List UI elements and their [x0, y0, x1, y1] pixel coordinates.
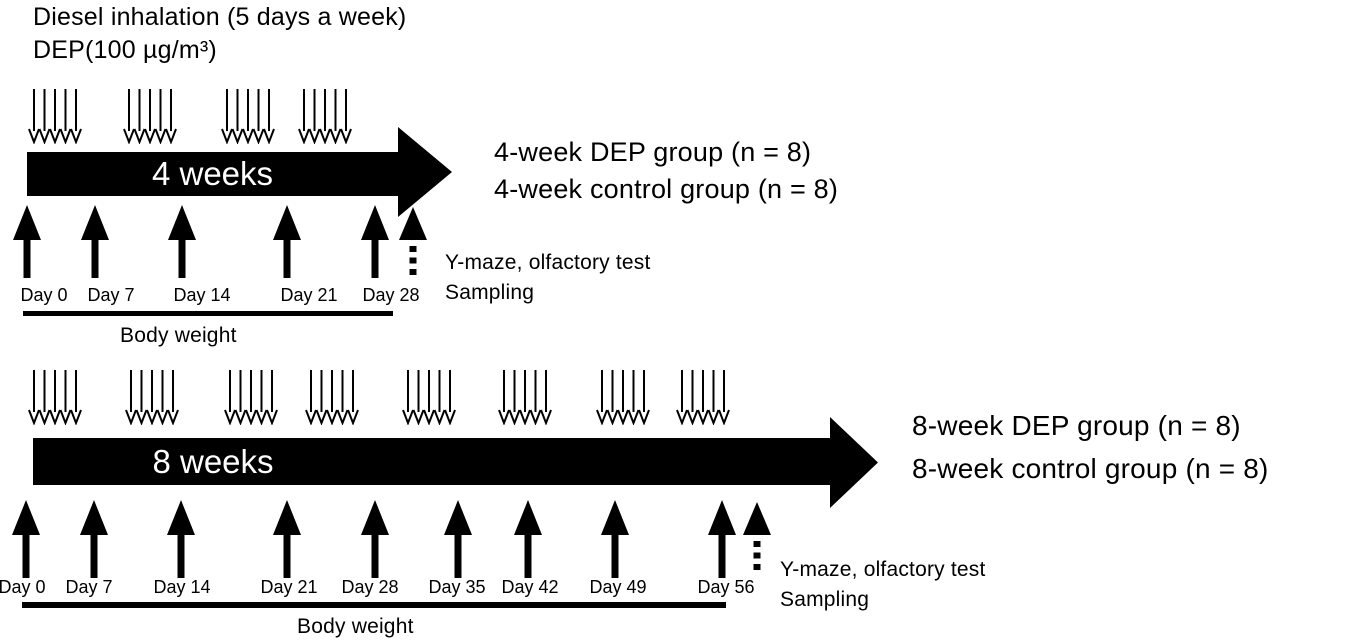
exposure-arrow-cluster — [28, 369, 82, 425]
up-arrow-icon — [81, 205, 109, 278]
body-weight-label-8week: Body weight — [297, 615, 414, 638]
day-label: Day 28 — [362, 285, 420, 305]
day-label: Day 42 — [501, 577, 559, 597]
down-arrows-icon — [125, 370, 179, 425]
body-weight-label-4week: Body weight — [120, 324, 237, 347]
down-arrows-icon — [305, 370, 359, 425]
day-label: Day 35 — [428, 577, 486, 597]
day-label: Day 21 — [280, 285, 338, 305]
figure-title: Diesel inhalation (5 days a week) DEP(10… — [33, 1, 406, 67]
measurement-time-arrow — [360, 205, 390, 278]
measurement-time-arrow — [166, 500, 196, 578]
day-label: Day 28 — [341, 577, 399, 597]
title-line-2: DEP(100 µg/m³) — [33, 36, 217, 64]
up-arrow-icon — [361, 205, 389, 278]
measurement-time-arrow — [11, 500, 41, 578]
up-arrow-icon — [13, 205, 41, 278]
day-label: Day 21 — [260, 577, 318, 597]
group-label-control-4week: 4-week control group (n = 8) — [494, 174, 839, 204]
down-arrows-icon — [596, 370, 650, 425]
day-label: Day 14 — [153, 577, 211, 597]
body-weight-span-line-8week — [22, 602, 726, 608]
endpoint-dotted-arrow — [398, 207, 428, 279]
exposure-arrow-cluster — [298, 88, 352, 144]
exposure-arrow-cluster — [123, 88, 177, 144]
group-label-control-8week: 8-week control group (n = 8) — [912, 453, 1269, 484]
measurement-time-arrow — [79, 500, 109, 578]
measurement-time-arrow — [360, 500, 390, 578]
day-label: Day 0 — [20, 285, 68, 305]
measurement-time-arrow — [12, 205, 42, 278]
exposure-arrow-cluster — [221, 88, 275, 144]
up-arrow-icon — [168, 205, 196, 278]
dotted-up-arrow-icon — [743, 502, 771, 573]
up-arrow-icon — [80, 500, 108, 578]
down-arrows-icon — [676, 370, 730, 425]
group-label-dep-8week: 8-week DEP group (n = 8) — [912, 410, 1241, 441]
down-arrows-icon — [402, 370, 456, 425]
down-arrows-icon — [123, 89, 177, 144]
day-label: Day 7 — [65, 577, 113, 597]
timeline-big-arrow-8week — [33, 417, 878, 508]
test-label-sampling-4week: Sampling — [445, 281, 535, 304]
test-label-sampling-8week: Sampling — [780, 588, 870, 611]
up-arrow-icon — [601, 500, 629, 578]
up-arrow-icon — [708, 500, 736, 578]
measurement-time-arrow — [80, 205, 110, 278]
body-weight-span-line-4week — [23, 311, 393, 316]
measurement-time-arrow — [443, 500, 473, 578]
up-arrow-icon — [273, 205, 301, 278]
group-labels-8week: 8-week DEP group (n = 8) 8-week control … — [912, 404, 1269, 490]
exposure-arrow-cluster — [676, 369, 730, 425]
up-arrow-icon — [514, 500, 542, 578]
endpoint-tests-8week: Y-maze, olfactory test Sampling — [780, 555, 986, 615]
day-label: Day 7 — [87, 285, 135, 305]
timeline-big-arrow-4week — [27, 127, 452, 217]
exposure-arrow-cluster — [498, 369, 552, 425]
up-arrow-icon — [361, 500, 389, 578]
exposure-arrow-cluster — [596, 369, 650, 425]
measurement-time-arrow — [272, 205, 302, 278]
day-label: Day 49 — [589, 577, 647, 597]
down-arrows-icon — [221, 89, 275, 144]
down-arrows-icon — [498, 370, 552, 425]
measurement-time-arrow — [513, 500, 543, 578]
title-line-1: Diesel inhalation (5 days a week) — [33, 3, 407, 31]
up-arrow-icon — [12, 500, 40, 578]
exposure-arrow-cluster — [402, 369, 456, 425]
group-labels-4week: 4-week DEP group (n = 8) 4-week control … — [494, 134, 838, 208]
measurement-time-arrow — [707, 500, 737, 578]
down-arrows-icon — [28, 89, 82, 144]
group-label-dep-4week: 4-week DEP group (n = 8) — [494, 137, 812, 167]
measurement-time-arrow — [167, 205, 197, 278]
day-label: Day 14 — [173, 285, 231, 305]
endpoint-dotted-arrow — [742, 502, 772, 574]
measurement-time-arrow — [272, 500, 302, 578]
dotted-up-arrow-icon — [399, 207, 427, 278]
test-label-ymaze-4week: Y-maze, olfactory test — [445, 251, 651, 274]
endpoint-tests-4week: Y-maze, olfactory test Sampling — [445, 248, 651, 308]
down-arrows-icon — [224, 370, 278, 425]
day-label: Day 56 — [697, 577, 755, 597]
test-label-ymaze-8week: Y-maze, olfactory test — [780, 558, 986, 581]
down-arrows-icon — [28, 370, 82, 425]
exposure-arrow-cluster — [125, 369, 179, 425]
up-arrow-icon — [167, 500, 195, 578]
duration-label-8week: 8 weeks — [152, 443, 274, 480]
exposure-arrow-cluster — [305, 369, 359, 425]
exposure-arrow-cluster — [224, 369, 278, 425]
exposure-arrow-cluster — [28, 88, 82, 144]
up-arrow-icon — [444, 500, 472, 578]
up-arrow-icon — [273, 500, 301, 578]
measurement-time-arrow — [600, 500, 630, 578]
day-label: Day 0 — [0, 577, 46, 597]
down-arrows-icon — [298, 89, 352, 144]
duration-label-4week: 4 weeks — [151, 155, 274, 192]
